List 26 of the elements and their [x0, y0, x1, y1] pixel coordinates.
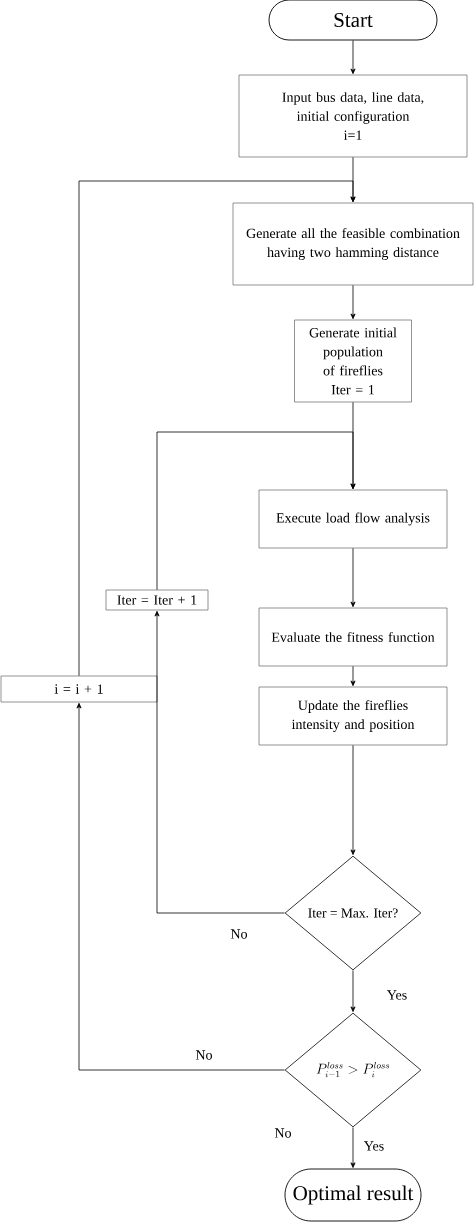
arrow: [350, 40, 356, 75]
arrow: [350, 744, 356, 855]
arrow: [350, 547, 356, 608]
edge-label: No: [229, 928, 249, 940]
arrow: [156, 431, 356, 591]
arrow: [350, 970, 356, 1012]
arrow: [78, 180, 356, 677]
process-box: Execute load flow analysis: [258, 489, 448, 549]
arrow: [350, 665, 356, 687]
arrow: [350, 1127, 356, 1168]
process-box: Update the fireflies intensity and position: [258, 686, 448, 746]
process-box: Iter = Iter + 1: [105, 589, 209, 611]
process-box: i = i + 1: [0, 675, 158, 703]
terminal-box: Start: [268, 0, 438, 41]
edge-label: No: [194, 1049, 214, 1061]
edge-label: Yes: [385, 989, 409, 1001]
edge-label: Yes: [362, 1140, 386, 1152]
arrow: [154, 610, 285, 914]
arrow: [350, 284, 356, 320]
arrow: [76, 702, 285, 1071]
process-box: Generate all the feasible combination having two hamming distance: [232, 202, 474, 286]
process-box: Evaluate the fitness function: [258, 607, 448, 667]
process-box: Generate initial population of fireflies Iter = 1: [294, 319, 412, 403]
terminal-box: Optimal result: [284, 1168, 422, 1222]
branch-label: No: [274, 1128, 291, 1138]
process-box: Input bus data, line data, initial configuration i=1: [238, 74, 468, 158]
